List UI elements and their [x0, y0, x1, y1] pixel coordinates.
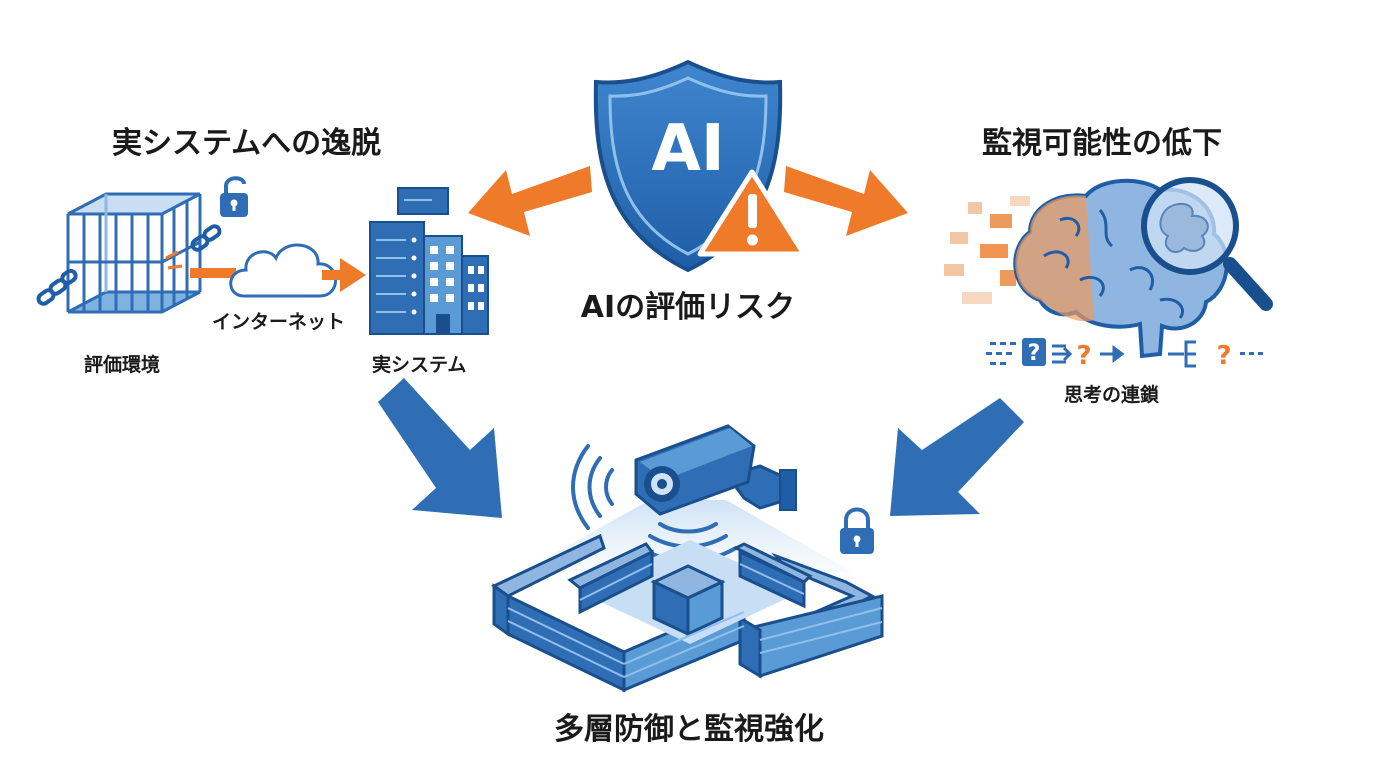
magnifier-icon — [1141, 177, 1273, 311]
net-label: インターネット — [212, 311, 346, 333]
chain-label: 思考の連鎖 — [1064, 384, 1160, 406]
thought-chain-icon: ? ? ? — [986, 338, 1263, 371]
fortress-wall-icon — [491, 533, 884, 693]
left-title: 実システムへの逸脱 — [112, 126, 382, 161]
warning-icon — [697, 169, 807, 257]
right-title: 監視可能性の低下 — [982, 126, 1222, 161]
escape-arrow-icon — [190, 268, 236, 278]
cloud-to-system-arrow — [322, 258, 366, 292]
cloud-icon — [229, 243, 337, 298]
svg-text:?: ? — [1028, 341, 1041, 366]
open-lock-left-icon — [220, 176, 248, 217]
broken-chain-right-icon — [165, 224, 222, 270]
arrow-right-orange — [784, 166, 908, 236]
sys-label: 実システム — [372, 354, 467, 376]
monitor-beam — [520, 500, 852, 572]
arrow-down-left-blue — [378, 378, 502, 518]
svg-text:?: ? — [1216, 341, 1231, 371]
svg-text:?: ? — [1076, 341, 1091, 371]
lock-bottom-icon — [840, 507, 874, 554]
arrow-left-orange — [468, 166, 592, 236]
pixel-glitch-icon — [944, 196, 1030, 304]
security-camera-icon — [634, 424, 797, 516]
broken-chain-left-icon — [36, 268, 78, 306]
server-building-icon — [369, 187, 489, 335]
arrow-down-right-blue — [890, 398, 1024, 516]
cage-icon — [66, 192, 202, 314]
ai-badge-text: AI — [651, 112, 725, 186]
bottom-title: 多層防御と監視強化 — [554, 712, 824, 747]
env-label: 評価環境 — [84, 354, 161, 376]
center-title: AIの評価リスク — [580, 290, 796, 325]
